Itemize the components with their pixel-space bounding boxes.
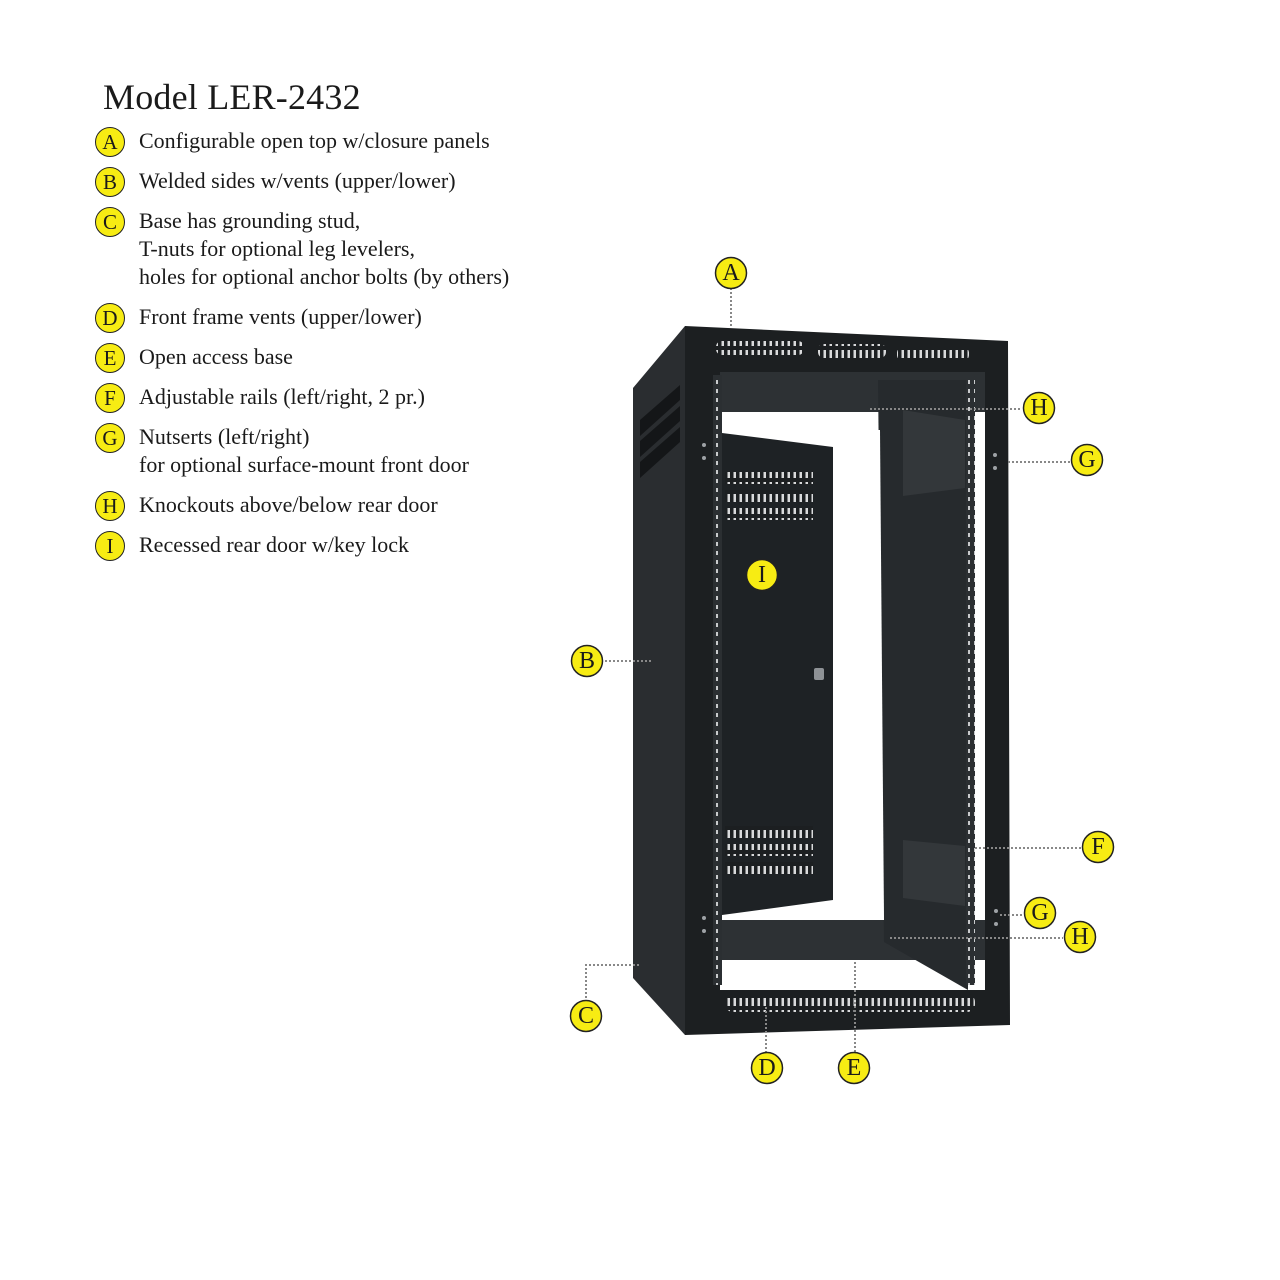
leader-line-c — [585, 964, 640, 998]
nutsert — [994, 922, 998, 926]
feature-text: Front frame vents (upper/lower) — [139, 304, 422, 329]
callout-e: E — [837, 1051, 871, 1085]
feature-text: Adjustable rails (left/right, 2 pr.) — [139, 384, 425, 409]
callout-letter: A — [722, 260, 740, 286]
rear-door-vent — [725, 508, 813, 520]
feature-badge: E — [95, 343, 125, 373]
feature-text: Base has grounding stud, — [139, 208, 361, 233]
feature-text: Nutserts (left/right) — [139, 424, 310, 449]
rear-door-vent — [725, 862, 813, 874]
callout-g-bottom: G — [1023, 896, 1057, 930]
bottom-vent — [725, 994, 975, 1012]
rear-door-vent — [725, 826, 813, 838]
callout-h-bottom: H — [1063, 920, 1097, 954]
callout-letter: D — [758, 1055, 775, 1081]
top-vent — [716, 341, 804, 355]
rear-door-vent — [725, 472, 813, 484]
rear-door-opening — [835, 430, 884, 920]
callout-c: C — [569, 999, 603, 1033]
feature-text: for optional surface-mount front door — [139, 452, 469, 477]
rear-door-vent — [725, 490, 813, 502]
feature-badge: D — [95, 303, 125, 333]
callout-i: I — [745, 558, 779, 592]
rack-side-panel — [633, 326, 685, 1035]
callout-h-top: H — [1022, 391, 1056, 425]
feature-text: T-nuts for optional leg levelers, — [139, 236, 415, 261]
nutsert — [702, 916, 706, 920]
knockout-panel — [903, 410, 965, 496]
callout-letter: H — [1071, 924, 1088, 950]
callout-letter: I — [758, 562, 766, 588]
page-title: Model LER-2432 — [103, 77, 361, 117]
callout-a: A — [714, 256, 748, 290]
callout-letter: C — [578, 1003, 594, 1029]
rear-door-vent — [725, 844, 813, 856]
rack-side-vents — [640, 427, 680, 478]
equipment-rack — [633, 326, 1010, 1035]
callout-b: B — [570, 644, 604, 678]
feature-text: Open access base — [139, 344, 293, 369]
callout-f: F — [1081, 830, 1115, 864]
feature-text: Knockouts above/below rear door — [139, 492, 438, 517]
feature-badge: A — [95, 127, 125, 157]
nutsert — [702, 929, 706, 933]
feature-badge: B — [95, 167, 125, 197]
feature-badge: C — [95, 207, 125, 237]
callout-g-top: G — [1070, 443, 1104, 477]
callout-d: D — [750, 1051, 784, 1085]
feature-text: Recessed rear door w/key lock — [139, 532, 410, 557]
feature-text: holes for optional anchor bolts (by othe… — [139, 264, 510, 289]
callout-letter: B — [579, 648, 595, 674]
rack-interior-right — [878, 380, 968, 990]
rack-side-vents — [640, 385, 680, 436]
nutsert — [702, 443, 706, 447]
feature-text: Configurable open top w/closure panels — [139, 128, 490, 153]
callout-letter: H — [1030, 395, 1047, 421]
nutsert — [993, 453, 997, 457]
feature-text: Welded sides w/vents (upper/lower) — [139, 168, 456, 193]
feature-badge: F — [95, 383, 125, 413]
top-vent — [818, 344, 886, 358]
nutsert — [994, 909, 998, 913]
leader-lines — [585, 288, 1082, 1052]
left-rail — [713, 375, 722, 985]
rear-door — [722, 433, 833, 915]
feature-badge: H — [95, 491, 125, 521]
feature-badge: I — [95, 531, 125, 561]
rack-side-vents — [640, 406, 680, 457]
callout-letter: G — [1031, 900, 1048, 926]
nutsert — [702, 456, 706, 460]
feature-badge: G — [95, 423, 125, 453]
callout-letter: E — [847, 1055, 862, 1081]
callout-letter: G — [1078, 447, 1095, 473]
nutsert — [993, 466, 997, 470]
knockout-panel — [903, 840, 965, 906]
right-rail — [966, 380, 975, 985]
top-vent — [897, 347, 969, 361]
callout-letter: F — [1091, 834, 1104, 860]
key-lock-icon — [814, 668, 824, 680]
